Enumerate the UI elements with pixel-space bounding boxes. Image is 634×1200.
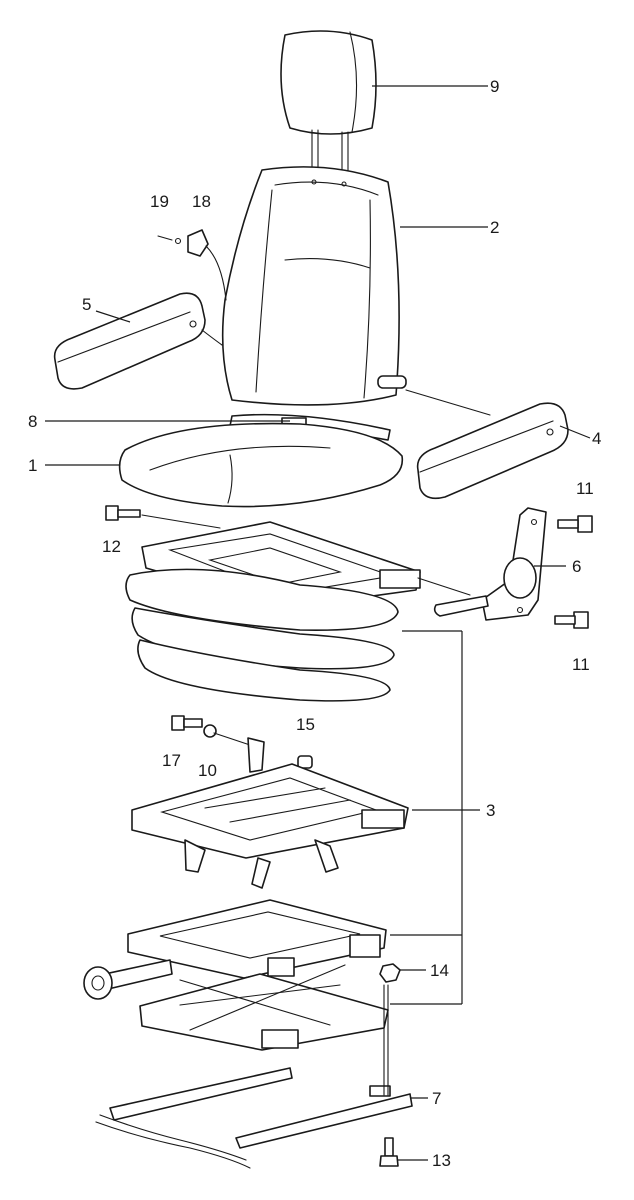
leader-lines [45, 85, 591, 1161]
bolt-17 [171, 715, 203, 731]
callout-4: 4 [592, 429, 601, 448]
callout-7: 7 [432, 1089, 441, 1108]
callout-19: 19 [150, 192, 169, 211]
callout-17: 17 [162, 751, 181, 770]
callout-15: 15 [296, 715, 315, 734]
seat-rails [95, 1067, 413, 1169]
callout-5: 5 [82, 295, 91, 314]
armrest-right [416, 402, 569, 500]
armrest-left [53, 292, 223, 390]
screw-19 [157, 235, 182, 245]
callout-12: 12 [102, 537, 121, 556]
callout-14: 14 [430, 961, 449, 980]
callout-10: 10 [198, 761, 217, 780]
callout-11-top: 11 [576, 479, 594, 498]
callout-18: 18 [192, 192, 211, 211]
height-adjust-bracket [433, 507, 547, 621]
bolt-12 [105, 505, 141, 521]
headrest [280, 30, 377, 173]
callout-13: 13 [432, 1151, 451, 1170]
callout-2: 2 [490, 218, 499, 237]
scissor-mechanism [127, 899, 389, 1051]
suspension-upper-frame [131, 737, 409, 889]
callout-3: 3 [486, 801, 495, 820]
bushing-15 [297, 755, 313, 769]
nut-14 [379, 963, 401, 983]
callout-6: 6 [572, 557, 581, 576]
bolt-11-top [557, 515, 593, 533]
adjustment-knob [187, 229, 227, 301]
bushing-10 [203, 724, 217, 738]
weight-adjust-knob [83, 959, 173, 1000]
backrest [221, 166, 407, 406]
callout-9: 9 [490, 77, 499, 96]
seat-cushion [118, 422, 404, 508]
callout-8: 8 [28, 412, 37, 431]
callout-1: 1 [28, 456, 37, 475]
callout-11-bottom: 11 [572, 655, 590, 674]
bellows [125, 568, 399, 702]
bolt-13 [379, 1137, 399, 1167]
bolt-11-bottom [554, 611, 589, 629]
